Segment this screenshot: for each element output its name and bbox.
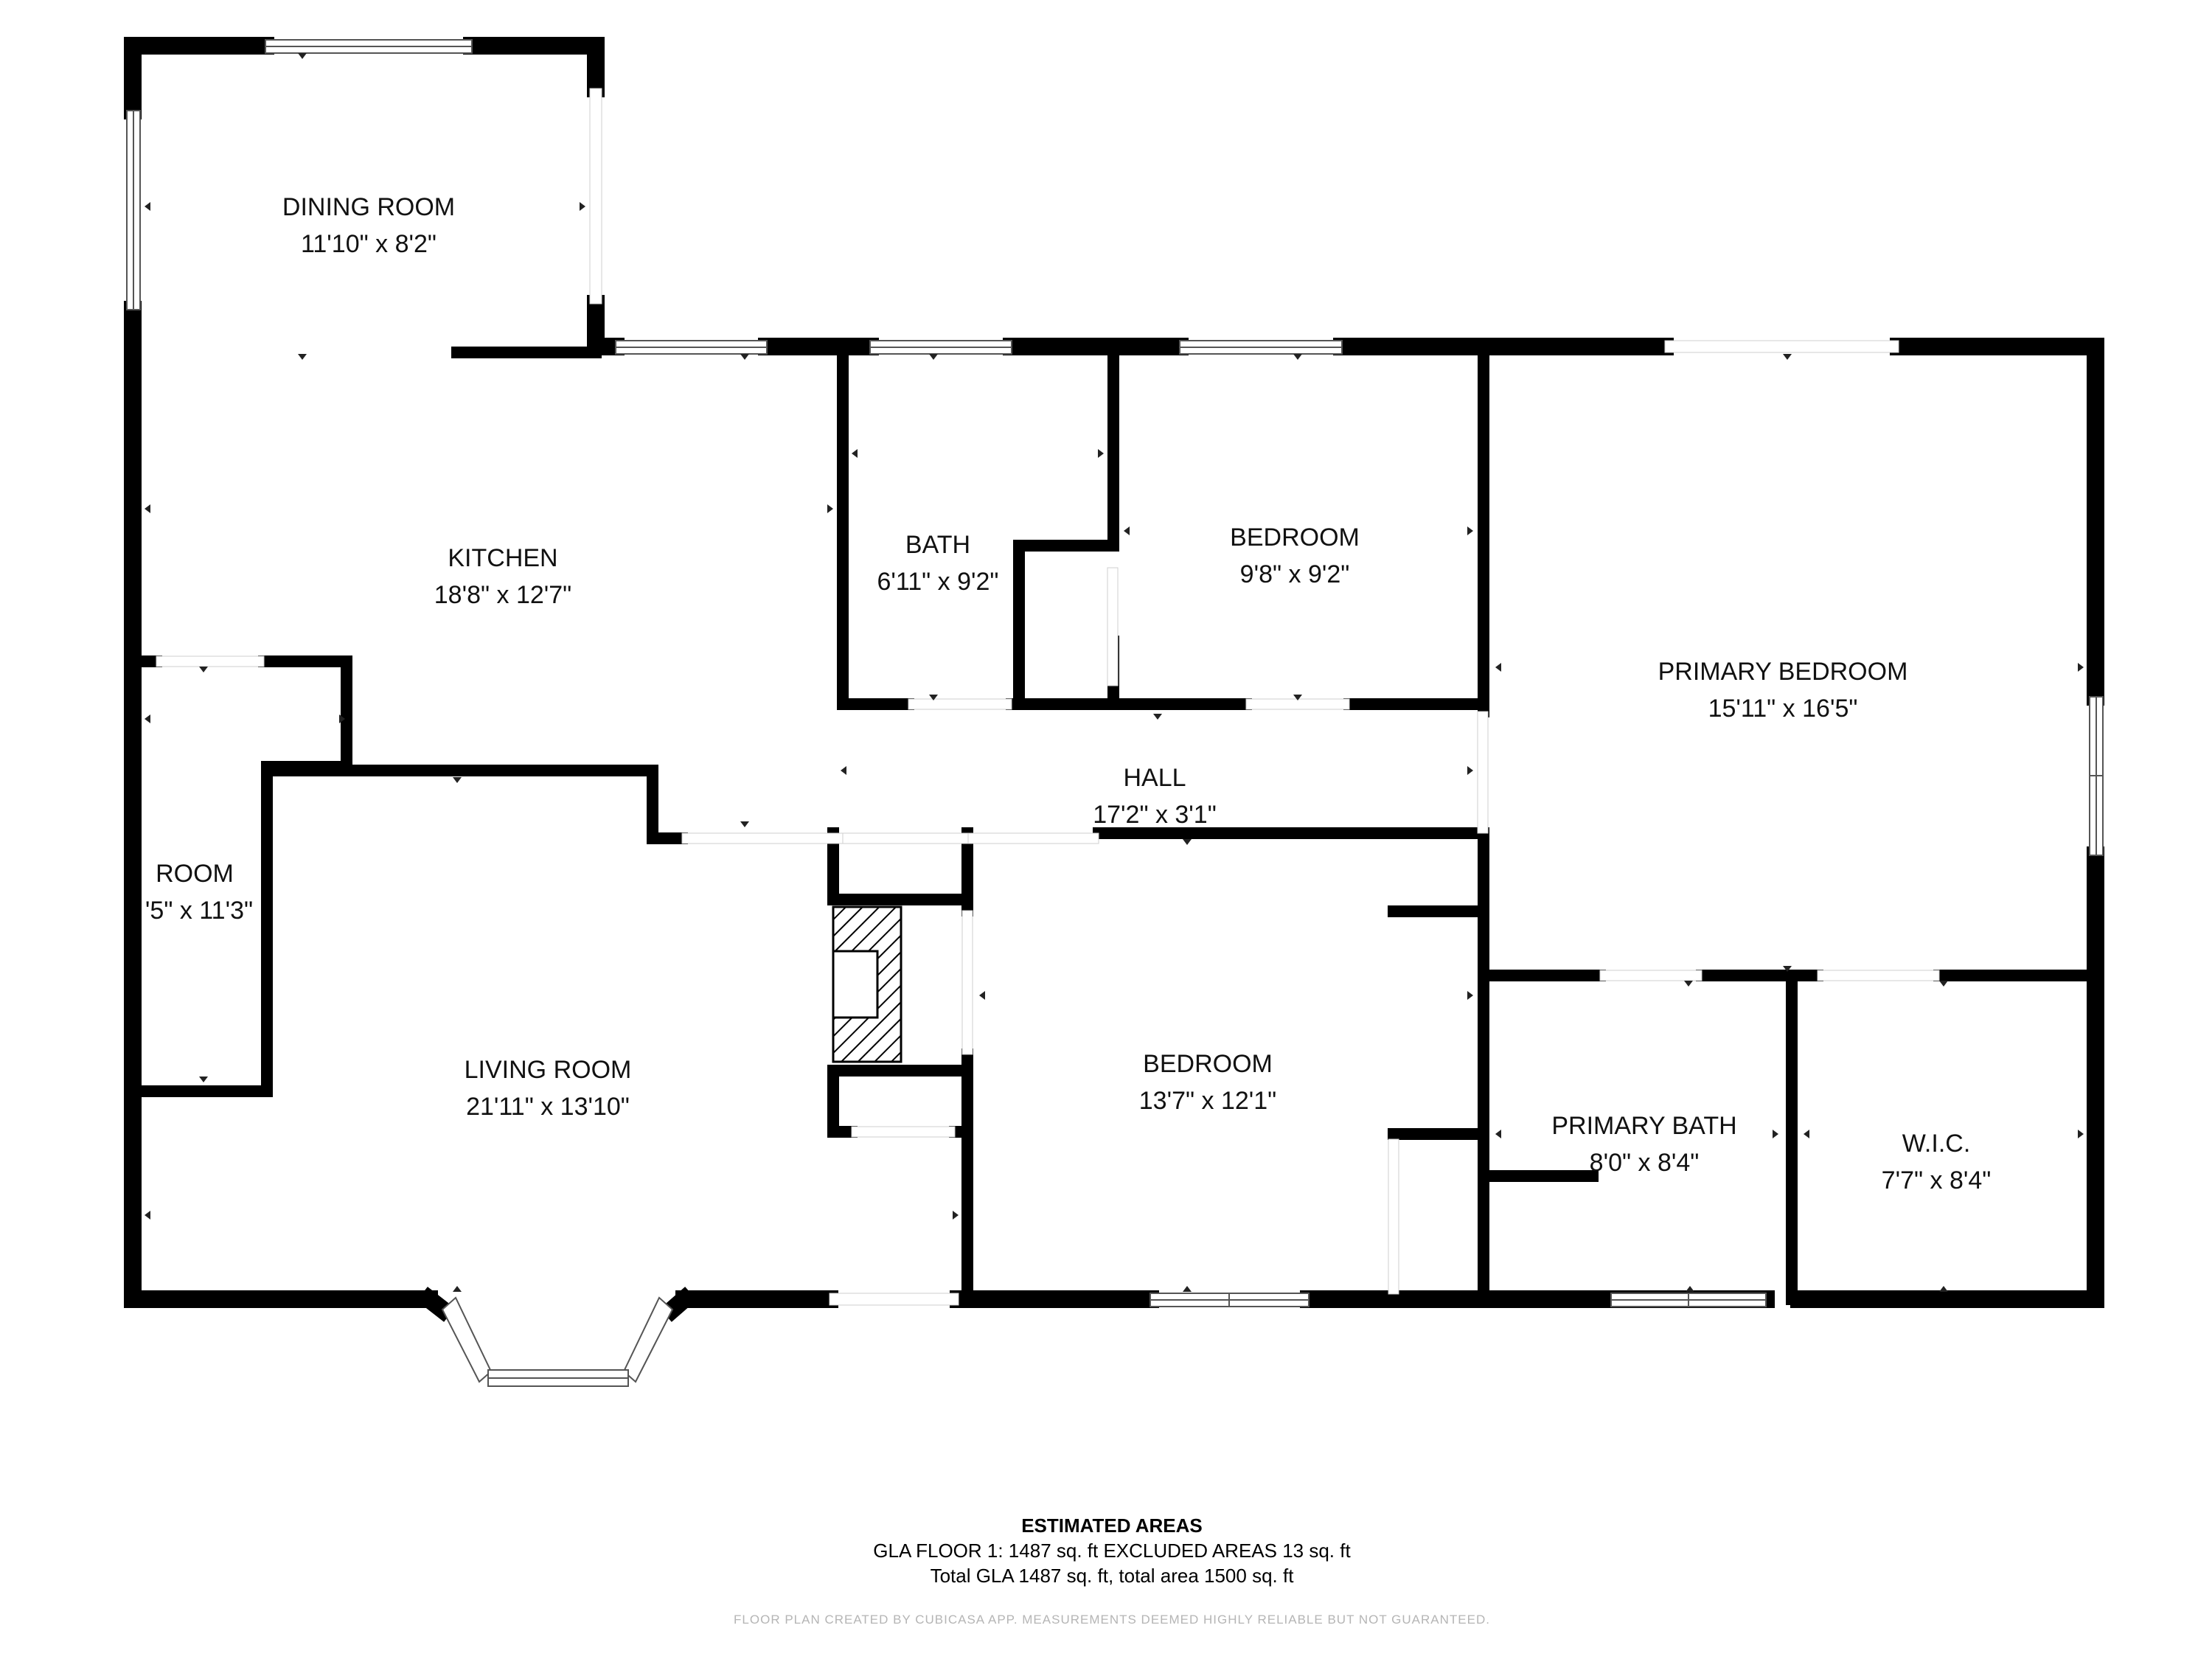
room-name: DINING ROOM <box>282 193 455 221</box>
room-dimensions: 11'10" x 8'2" <box>301 230 437 258</box>
disclaimer: FLOOR PLAN CREATED BY CUBICASA APP. MEAS… <box>734 1613 1490 1627</box>
room-label-bath: BATH 6'11" x 9'2" <box>877 531 998 596</box>
room-name: BATH <box>905 531 970 559</box>
room-dimensions: 9'8" x 9'2" <box>1240 560 1350 588</box>
room-name: PRIMARY BEDROOM <box>1658 658 1908 686</box>
room-dimensions: 8'0" x 8'4" <box>1590 1149 1700 1177</box>
areas-line-2: Total GLA 1487 sq. ft, total area 1500 s… <box>931 1565 1295 1587</box>
room-dimensions: 15'11" x 16'5" <box>1708 695 1858 723</box>
room-dimensions: 18'8" x 12'7" <box>434 581 571 609</box>
room-name: KITCHEN <box>448 544 557 572</box>
room-name: HALL <box>1123 764 1186 792</box>
areas-title: ESTIMATED AREAS <box>1021 1514 1203 1537</box>
room-dimensions: 7'7" x 8'4" <box>1882 1166 1992 1194</box>
room-name: W.I.C. <box>1902 1130 1971 1158</box>
room-label-bedroom-1: BEDROOM 9'8" x 9'2" <box>1230 524 1360 588</box>
room-name: PRIMARY BATH <box>1551 1112 1736 1140</box>
room-label-hall: HALL 17'2" x 3'1" <box>1093 764 1217 829</box>
interior-walls <box>133 347 2101 1305</box>
dimension-markers <box>145 53 2084 1292</box>
room-name: BEDROOM <box>1143 1050 1273 1078</box>
room-dimensions: 21'11" x 13'10" <box>466 1093 630 1121</box>
room-label-living: LIVING ROOM 21'11" x 13'10" <box>465 1056 632 1121</box>
room-dimensions: 17'2" x 3'1" <box>1093 801 1217 829</box>
areas-line-1: GLA FLOOR 1: 1487 sq. ft EXCLUDED AREAS … <box>873 1540 1351 1562</box>
fireplace <box>832 905 902 1063</box>
room-label-room: ROOM '5" x 11'3" <box>145 860 253 925</box>
room-name: BEDROOM <box>1230 524 1360 552</box>
room-label-kitchen: KITCHEN 18'8" x 12'7" <box>434 544 571 609</box>
windows <box>126 39 2104 1307</box>
bay-window <box>417 1287 697 1387</box>
room-label-primary-bath: PRIMARY BATH 8'0" x 8'4" <box>1551 1112 1736 1177</box>
room-dimensions: 13'7" x 12'1" <box>1139 1087 1276 1115</box>
interior-openings <box>156 567 1940 1295</box>
room-name: LIVING ROOM <box>465 1056 632 1084</box>
room-dimensions: 6'11" x 9'2" <box>877 568 998 596</box>
room-label-bedroom-2: BEDROOM 13'7" x 12'1" <box>1139 1050 1276 1115</box>
room-label-primary-bedroom: PRIMARY BEDROOM 15'11" x 16'5" <box>1658 658 1908 723</box>
room-name: ROOM <box>156 860 234 888</box>
room-label-wic: W.I.C. 7'7" x 8'4" <box>1882 1130 1992 1194</box>
room-label-dining: DINING ROOM 11'10" x 8'2" <box>282 193 455 258</box>
estimated-areas: ESTIMATED AREAS GLA FLOOR 1: 1487 sq. ft… <box>873 1514 1351 1587</box>
room-dimensions: '5" x 11'3" <box>145 897 253 925</box>
